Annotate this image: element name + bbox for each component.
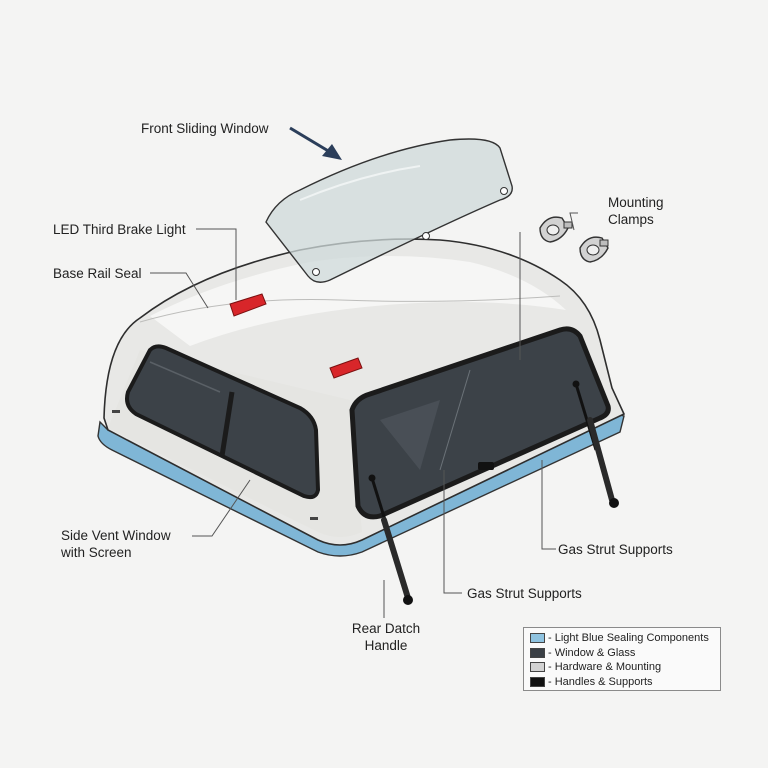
brake-light-1 (229, 293, 267, 317)
label-rear-datch-handle-line1: Rear Datch (351, 621, 421, 636)
label-side-vent-window-line2: with Screen (61, 545, 132, 560)
brake-light-2 (329, 357, 363, 379)
legend-item-handles: - Handles & Supports (530, 675, 714, 690)
label-side-vent-window-line1: Side Vent Window (61, 528, 171, 543)
label-rear-datch-handle: Rear Datch Handle (346, 620, 426, 654)
label-led-third-brake-light: LED Third Brake Light (53, 222, 186, 237)
legend-swatch-glass (530, 647, 545, 658)
legend-swatch-sealing (530, 633, 545, 644)
front-sliding-window (265, 138, 513, 283)
rear-latch (478, 462, 494, 470)
mounting-clamp-1 (539, 216, 573, 243)
legend-label-hardware: - Hardware & Mounting (548, 661, 662, 674)
legend-item-glass: - Window & Glass (530, 646, 714, 661)
label-rear-datch-handle-line2: Handle (364, 638, 408, 653)
label-gas-strut-supports-right: Gas Strut Supports (558, 542, 673, 557)
label-mounting-clamps: Mounting Clamps (608, 194, 664, 228)
gas-strut-left (368, 474, 413, 605)
side-vent-window (125, 344, 321, 500)
mounting-clamp-2 (579, 236, 609, 263)
gas-strut-right (572, 380, 619, 508)
legend-swatch-handles (530, 676, 545, 687)
legend-swatch-hardware (530, 662, 545, 673)
label-mounting-clamps-line2: Clamps (608, 212, 654, 227)
legend: - Light Blue Sealing Components - Window… (523, 627, 721, 691)
legend-item-sealing: - Light Blue Sealing Components (530, 631, 714, 646)
legend-label-handles: - Handles & Supports (548, 675, 653, 688)
label-gas-strut-supports-center: Gas Strut Supports (467, 586, 582, 601)
label-side-vent-window: Side Vent Window with Screen (61, 527, 171, 561)
leader-lines (150, 212, 578, 618)
rear-window (349, 326, 611, 520)
legend-label-sealing: - Light Blue Sealing Components (548, 632, 709, 645)
legend-item-hardware: - Hardware & Mounting (530, 660, 714, 675)
label-front-sliding-window: Front Sliding Window (141, 121, 269, 136)
legend-label-glass: - Window & Glass (548, 646, 636, 659)
label-base-rail-seal: Base Rail Seal (53, 266, 142, 281)
front-window-arrow (289, 126, 342, 160)
label-mounting-clamps-line1: Mounting (608, 195, 664, 210)
